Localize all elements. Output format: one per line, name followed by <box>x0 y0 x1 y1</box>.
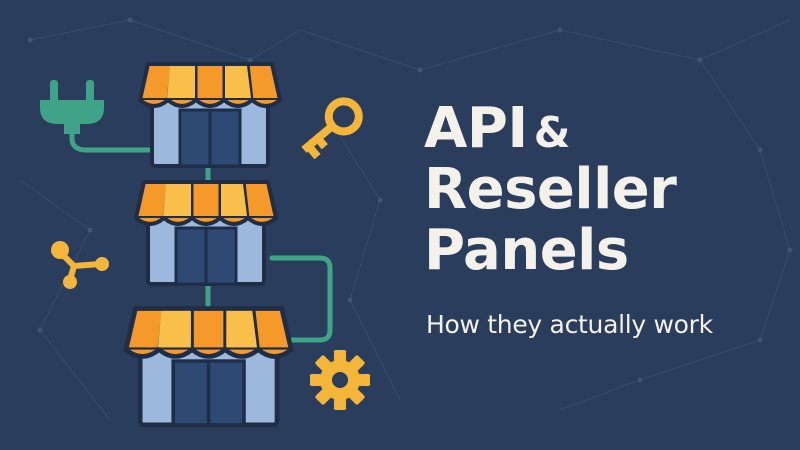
storefront-icon <box>138 62 282 168</box>
headline-line-1: API& <box>424 96 570 161</box>
share-icon <box>51 241 109 289</box>
key-icon <box>301 97 363 160</box>
headline-line-3: Panels <box>424 218 629 284</box>
headline: API& Reseller Panels <box>424 96 677 284</box>
subtitle: How they actually work <box>426 310 713 339</box>
storefront-icon <box>134 180 278 286</box>
ampersand: & <box>533 108 571 157</box>
storefront-icon <box>126 309 291 425</box>
headline-line-2: Reseller <box>424 157 677 223</box>
plug-icon <box>40 80 104 134</box>
gear-icon <box>310 350 370 410</box>
